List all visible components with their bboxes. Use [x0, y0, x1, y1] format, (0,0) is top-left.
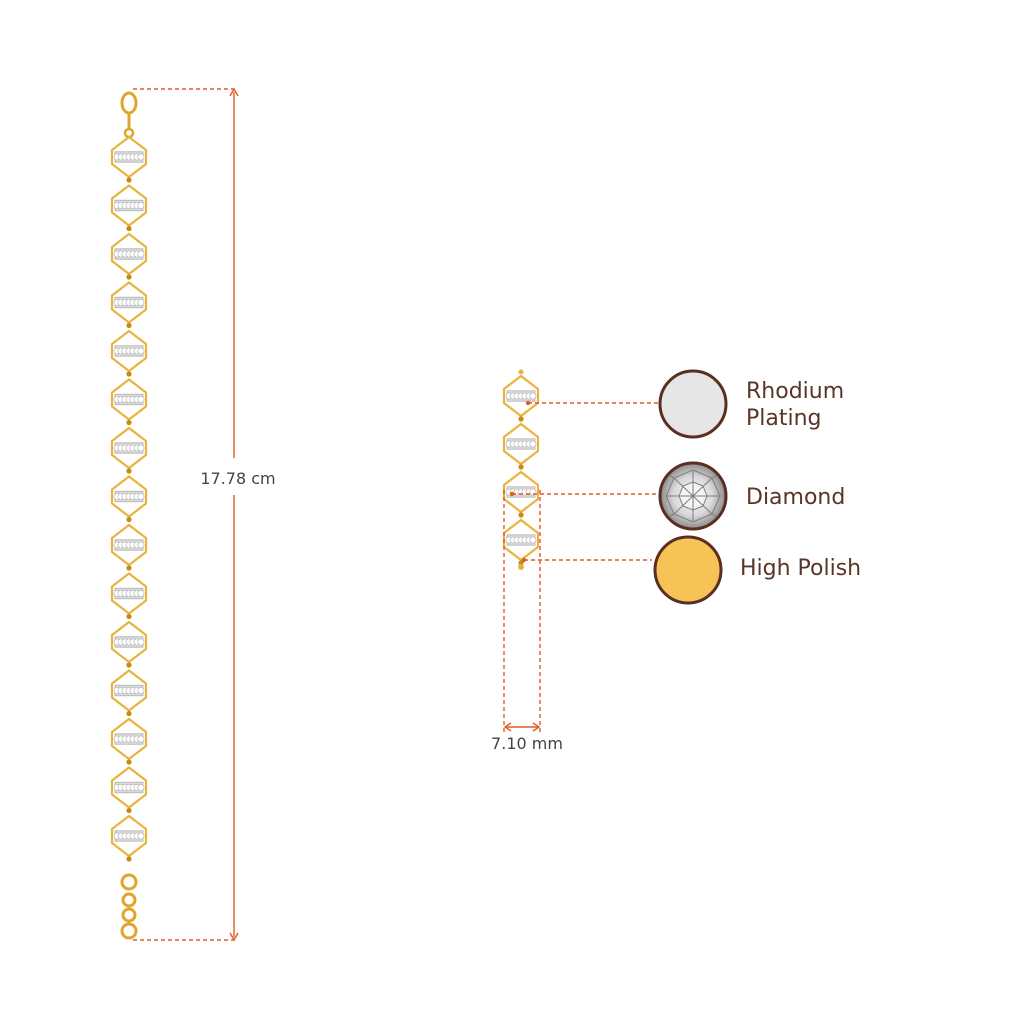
end-rings [120, 873, 138, 940]
arrow-right-icon [532, 722, 541, 732]
length-dimension: 17.78 cm [133, 87, 276, 942]
bracelet-link [110, 572, 148, 620]
arrow-up-icon [229, 87, 239, 97]
closeup-top-bead [518, 369, 524, 375]
bracelet-link [110, 475, 148, 523]
material-diamond: Diamond [658, 461, 845, 531]
bracelet-link [502, 422, 540, 470]
width-label: 7.10 mm [491, 734, 563, 753]
rhodium-swatch-icon [658, 369, 728, 439]
bracelet-link [110, 378, 148, 426]
rhodium-leader-dot [525, 400, 531, 406]
bracelet-link [110, 184, 148, 232]
arrow-down-icon [229, 932, 239, 942]
width-dimension: 7.10 mm [491, 490, 563, 753]
gold-swatch-icon [653, 535, 723, 605]
closeup-links [502, 374, 540, 566]
bracelet-closeup [502, 369, 540, 570]
bracelet-link [110, 766, 148, 814]
polish-leader-dot [521, 557, 527, 563]
bracelet-link [110, 620, 148, 668]
diamond-leader-dot [509, 491, 515, 497]
closeup-bottom-bead [518, 564, 524, 570]
high-polish-label: High Polish [740, 556, 861, 581]
rhodium-label-line2: Plating [746, 406, 822, 431]
bracelet-full-view [110, 91, 148, 940]
material-high-polish: High Polish [653, 535, 861, 605]
bracelet-link [110, 814, 148, 862]
bracelet-link [110, 523, 148, 571]
bracelet-link [110, 426, 148, 474]
bracelet-link [110, 329, 148, 377]
bracelet-link [110, 669, 148, 717]
bracelet-link [502, 518, 540, 566]
arrow-left-icon [503, 722, 512, 732]
bracelet-link [110, 232, 148, 280]
lobster-clasp [120, 91, 138, 139]
bracelet-link [110, 281, 148, 329]
bracelet-link [110, 717, 148, 765]
bracelet-link [110, 135, 148, 183]
bracelet-link [502, 470, 540, 518]
bracelet-link [502, 374, 540, 422]
material-rhodium: Rhodium Plating [658, 369, 844, 439]
diamond-label: Diamond [746, 485, 845, 510]
length-label: 17.78 cm [200, 469, 275, 488]
rhodium-label-line1: Rhodium [746, 379, 844, 404]
bracelet-links [110, 135, 148, 862]
